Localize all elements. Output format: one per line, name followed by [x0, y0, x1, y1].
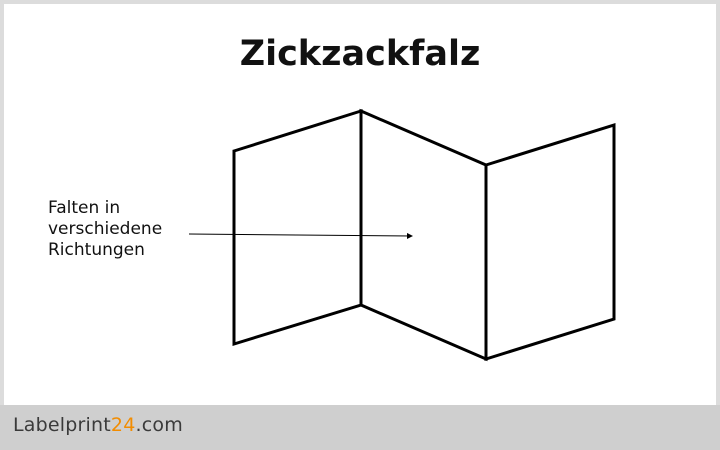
diagram-title: Zickzackfalz: [239, 34, 481, 74]
logo-text-label: Label: [13, 414, 66, 436]
logo-text-number: 24: [110, 414, 136, 436]
footer-bar: [0, 405, 720, 450]
logo-text-domain: .com: [135, 414, 183, 436]
logo-text-print: print: [65, 414, 111, 436]
annotation-label: Falten in verschiedene Richtungen: [48, 198, 162, 261]
brand-logo: Labelprint24.com: [13, 414, 183, 436]
pointer-arrow: [188, 232, 413, 239]
annotation-line-1: Falten in: [48, 198, 121, 218]
fold-panel-left: [232, 108, 363, 347]
zigzag-fold-illustration: [188, 108, 616, 362]
fold-panel-right: [484, 122, 616, 362]
annotation-line-3: Richtungen: [48, 240, 145, 260]
annotation-line-2: verschiedene: [48, 219, 163, 239]
fold-panel-middle: [359, 108, 488, 362]
